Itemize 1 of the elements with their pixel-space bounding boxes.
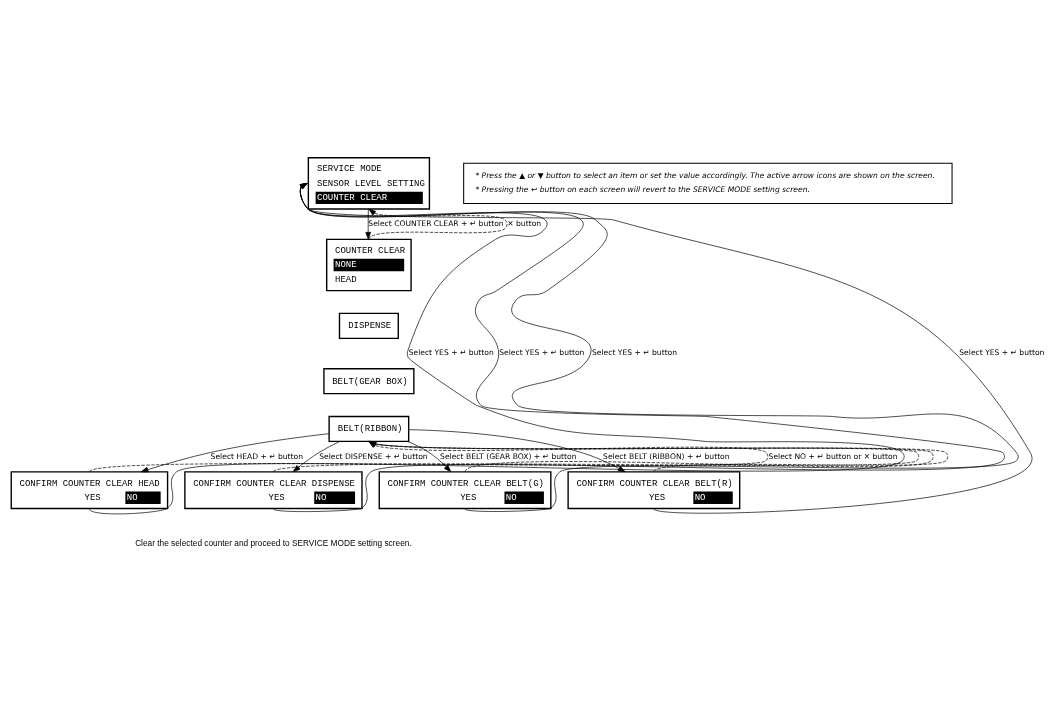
label: Clear the selected counter and proceed to SERVICE MODE setting screen. — [135, 537, 412, 548]
